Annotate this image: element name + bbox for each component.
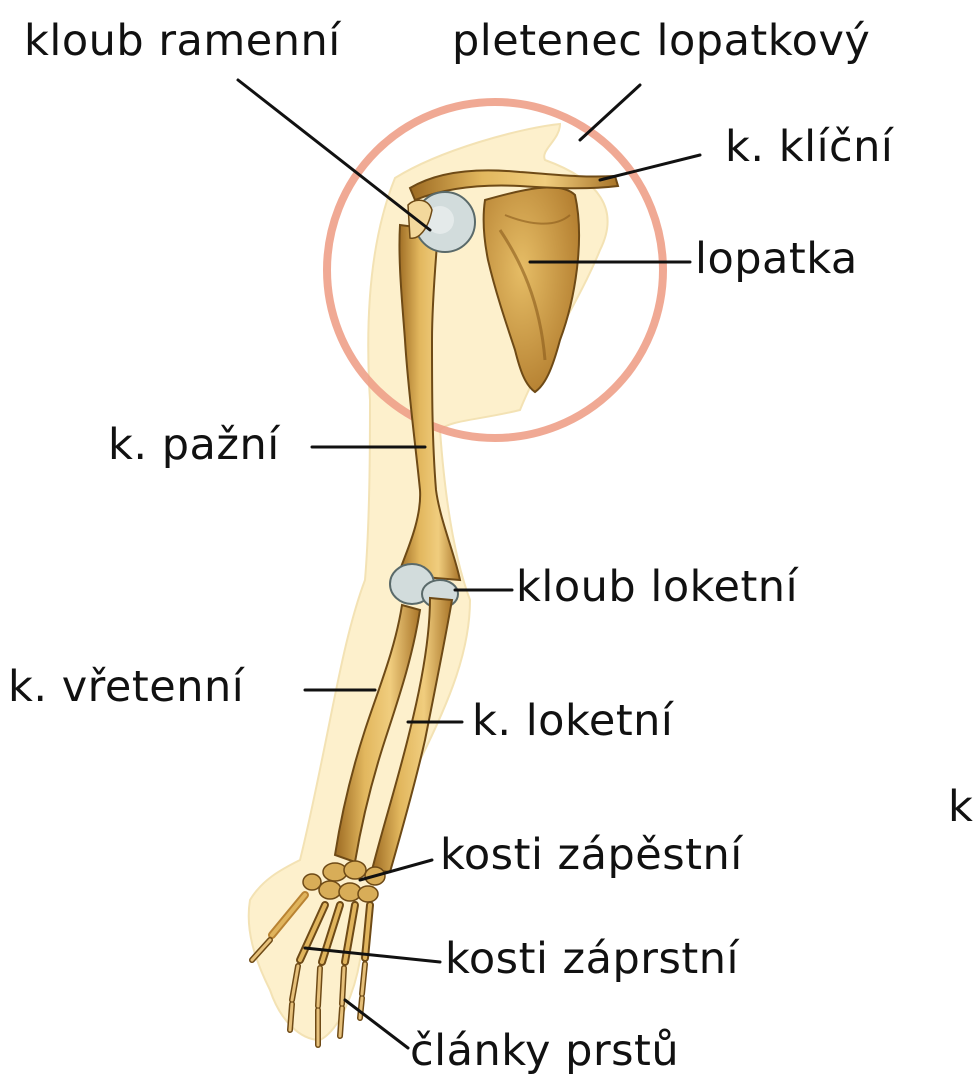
- label-k-klicni: k. klíční: [725, 126, 893, 169]
- leader-kloub-ramenni: [238, 80, 430, 230]
- label-k-vretenni: k. vřetenní: [8, 666, 244, 709]
- label-pletenec-lopatkovy: pletenec lopatkový: [452, 20, 870, 63]
- leader-clanky-prstu: [345, 1000, 408, 1048]
- label-clanky-prstu: články prstů: [410, 1030, 679, 1073]
- label-lopatka: lopatka: [695, 238, 858, 281]
- label-kloub-loketni: kloub loketní: [516, 566, 798, 609]
- leader-k-klicni: [600, 155, 700, 180]
- label-edge-fragment: k: [948, 786, 973, 829]
- label-k-pazni: k. pažní: [108, 424, 280, 467]
- label-kloub-ramenni: kloub ramenní: [24, 20, 341, 63]
- label-kosti-zaprstni: kosti záprstní: [445, 938, 739, 981]
- label-k-loketni: k. loketní: [472, 700, 673, 743]
- label-kosti-zapestni: kosti zápěstní: [440, 834, 743, 877]
- leader-pletenec: [580, 85, 640, 140]
